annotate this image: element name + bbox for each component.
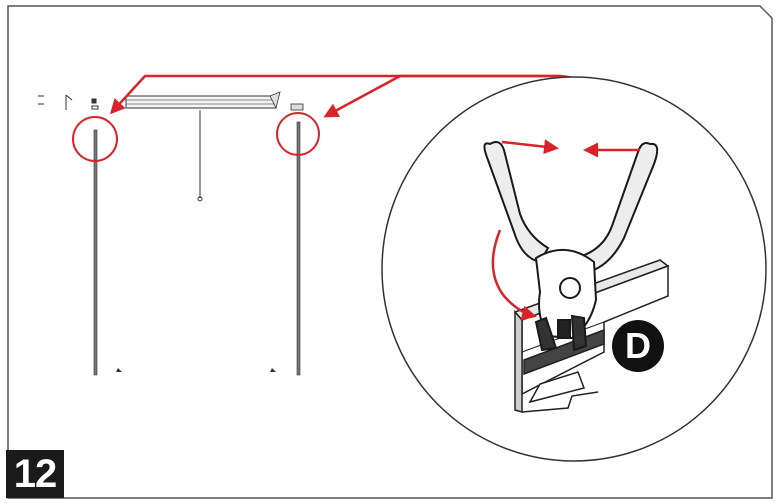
callout-label-d: D (612, 320, 664, 372)
pliers-icon (483, 141, 659, 352)
rotate-arrow-icon (491, 229, 537, 321)
page-frame (7, 5, 773, 499)
post-right (296, 121, 301, 376)
wall-bracket-icon (38, 94, 99, 110)
detail-callout (381, 76, 767, 462)
highlight-circle-left (72, 116, 118, 162)
step-number-badge: 12 (6, 450, 64, 498)
post-left (93, 129, 98, 376)
highlight-circle-right (276, 112, 320, 156)
awning-overview (38, 91, 320, 376)
cassette-bar (125, 91, 281, 110)
press-direction-arrow-icon (501, 139, 640, 158)
